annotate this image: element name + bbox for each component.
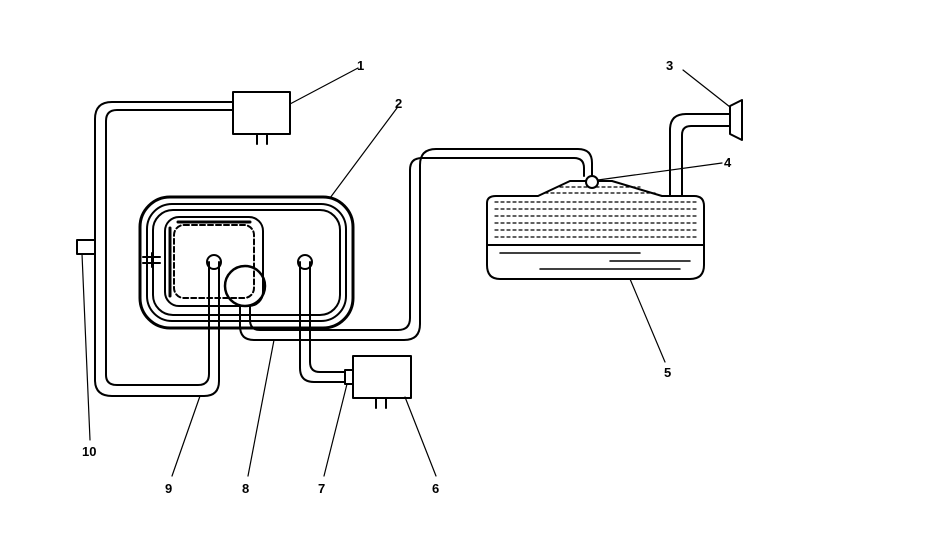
charcoal-canister: [138, 195, 355, 330]
purge-pipe: [299, 261, 346, 383]
filler-neck: [669, 99, 743, 197]
callout-9: 9: [165, 481, 172, 496]
callout-4: 4: [724, 155, 732, 170]
tank-vent-pipe: [239, 148, 593, 341]
callout-8: 8: [242, 481, 249, 496]
upper-valve-block: [232, 91, 291, 145]
leader-lines: [81, 67, 731, 477]
callout-10: 10: [82, 444, 96, 459]
callout-3: 3: [666, 58, 673, 73]
callout-6: 6: [432, 481, 439, 496]
left-pipe-loop: [76, 101, 234, 397]
callout-1: 1: [357, 58, 364, 73]
callout-2: 2: [395, 96, 402, 111]
fuel-tank: [486, 175, 705, 280]
callout-7: 7: [318, 481, 325, 496]
purge-valve-block: [344, 355, 412, 409]
callout-5: 5: [664, 365, 671, 380]
